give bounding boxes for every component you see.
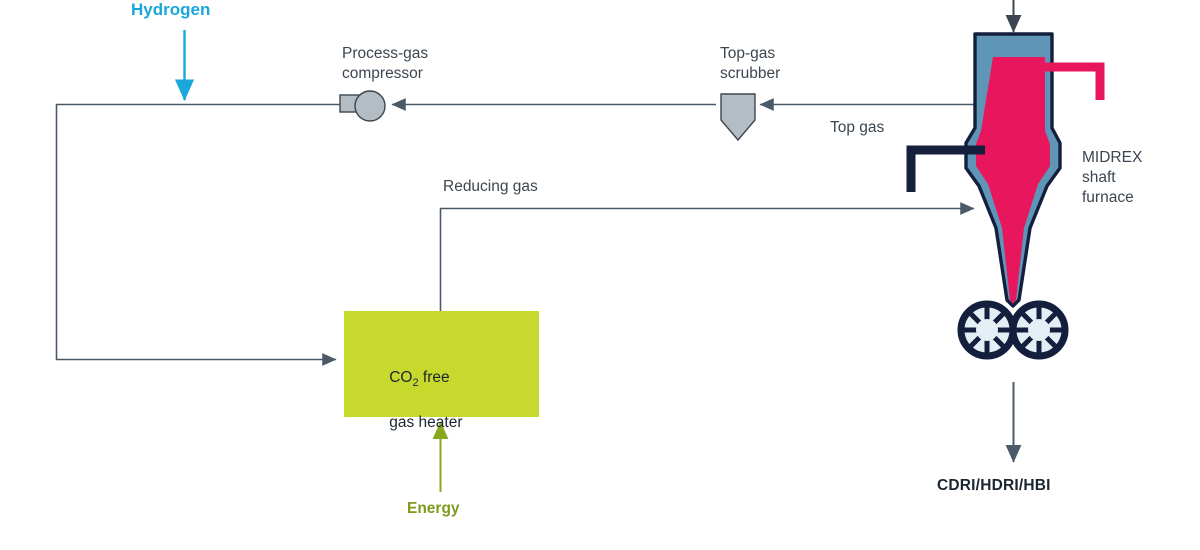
reducing-gas-label: Reducing gas [443, 178, 538, 195]
hydrogen-label: Hydrogen [131, 0, 211, 19]
co2-free-gas-heater-label: CO2 free gas heater [372, 348, 462, 453]
energy-label: Energy [407, 500, 460, 517]
stream-recycle-to-heater [55, 104, 337, 366]
furnace-core [976, 57, 1050, 304]
co2-label-subscript: 2 [412, 377, 419, 390]
product-output-label: CDRI/HDRI/HBI [937, 477, 1051, 494]
process-gas-compressor-symbol[interactable] [339, 90, 386, 122]
discharge-wheels-symbol[interactable] [957, 300, 1069, 360]
discharge-wheel-left [957, 300, 1017, 360]
furnace-topgas-offtake-pipe [1041, 62, 1105, 100]
stream-reducing-gas [439, 202, 975, 311]
discharge-wheel-right [1009, 300, 1069, 360]
co2-label-post: free [418, 369, 450, 386]
midrex-shaft-furnace-symbol[interactable] [906, 32, 1105, 308]
gas-heater-label-line2: gas heater [389, 414, 463, 432]
top-gas-label: Top gas [830, 119, 885, 136]
top-gas-scrubber-symbol[interactable] [720, 93, 756, 142]
furnace-left-pipe [906, 145, 985, 192]
co2-free-gas-heater-box[interactable] [344, 311, 539, 417]
co2-label-pre: CO [389, 369, 413, 386]
